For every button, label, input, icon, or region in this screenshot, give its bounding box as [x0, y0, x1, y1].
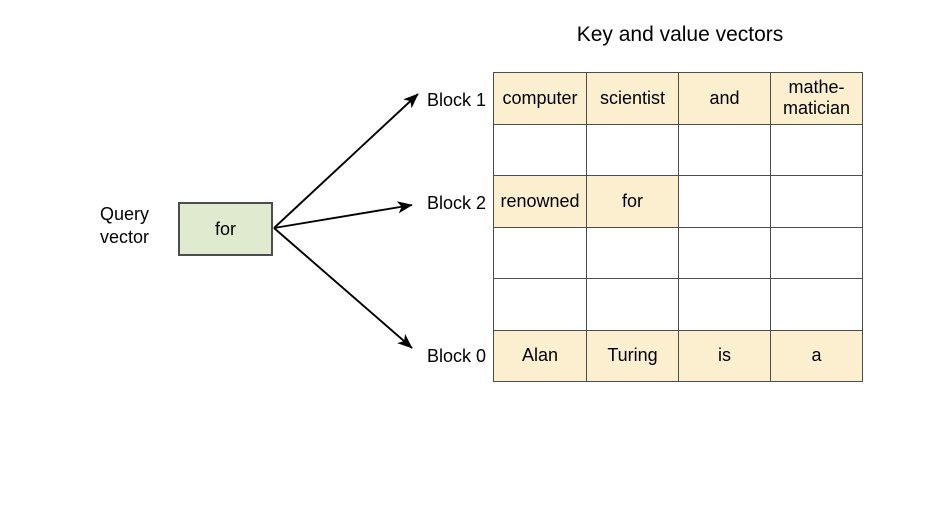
empty-cell[interactable]	[678, 278, 771, 331]
cell-text: scientist	[599, 87, 666, 108]
query-vector-label-line1: Query	[100, 204, 150, 224]
empty-cell[interactable]	[586, 278, 679, 331]
table-row	[493, 226, 863, 279]
table-row: Alan Turing is a	[493, 329, 863, 382]
cell-text: mathe-	[788, 77, 845, 98]
token-cell[interactable]: mathe-matician	[770, 72, 863, 125]
cell-text: Turing	[607, 345, 658, 366]
cell-text: a	[811, 345, 822, 366]
token-cell[interactable]: renowned	[493, 175, 587, 228]
cell-text: matician	[782, 98, 851, 119]
token-cell[interactable]: Alan	[493, 329, 587, 382]
token-cell[interactable]: scientist	[586, 72, 679, 125]
token-cell[interactable]: Turing	[586, 329, 679, 382]
cell-text: renowned	[500, 190, 580, 211]
cell-text: and	[709, 87, 740, 108]
block-label-1: Block 1	[426, 90, 486, 110]
empty-cell[interactable]	[586, 123, 679, 176]
empty-cell[interactable]	[678, 123, 771, 176]
empty-cell[interactable]	[678, 175, 771, 228]
empty-cell[interactable]	[493, 123, 587, 176]
cell-text: computer	[502, 87, 578, 108]
query-vector-label: Query vector	[100, 203, 172, 249]
empty-cell[interactable]	[770, 123, 863, 176]
table-row: computer scientist and mathe-matician	[493, 72, 863, 125]
cell-text: Alan	[521, 345, 559, 366]
token-cell[interactable]: computer	[493, 72, 587, 125]
token-cell[interactable]: for	[586, 175, 679, 228]
table-row	[493, 123, 863, 176]
empty-cell[interactable]	[493, 278, 587, 331]
table-row	[493, 278, 863, 331]
block-label-0: Block 0	[426, 346, 486, 366]
table-row: renowned for	[493, 175, 863, 228]
empty-cell[interactable]	[493, 226, 587, 279]
token-cell[interactable]: is	[678, 329, 771, 382]
empty-cell[interactable]	[770, 226, 863, 279]
empty-cell[interactable]	[678, 226, 771, 279]
cell-text: for	[621, 190, 643, 211]
empty-cell[interactable]	[770, 175, 863, 228]
token-cell[interactable]: and	[678, 72, 771, 125]
page-title: Key and value vectors	[576, 23, 784, 46]
query-vector-token: for	[214, 219, 236, 239]
token-cell[interactable]: a	[770, 329, 863, 382]
key-value-vector-table: computer scientist and mathe-matician renown…	[493, 72, 863, 382]
query-vector-label-line2: vector	[100, 227, 150, 247]
cell-text: is	[718, 345, 731, 366]
empty-cell[interactable]	[586, 226, 679, 279]
block-label-2: Block 2	[426, 193, 486, 213]
query-vector-box[interactable]: for	[178, 202, 273, 256]
arrow-to-block-0	[273, 227, 413, 349]
empty-cell[interactable]	[770, 278, 863, 331]
